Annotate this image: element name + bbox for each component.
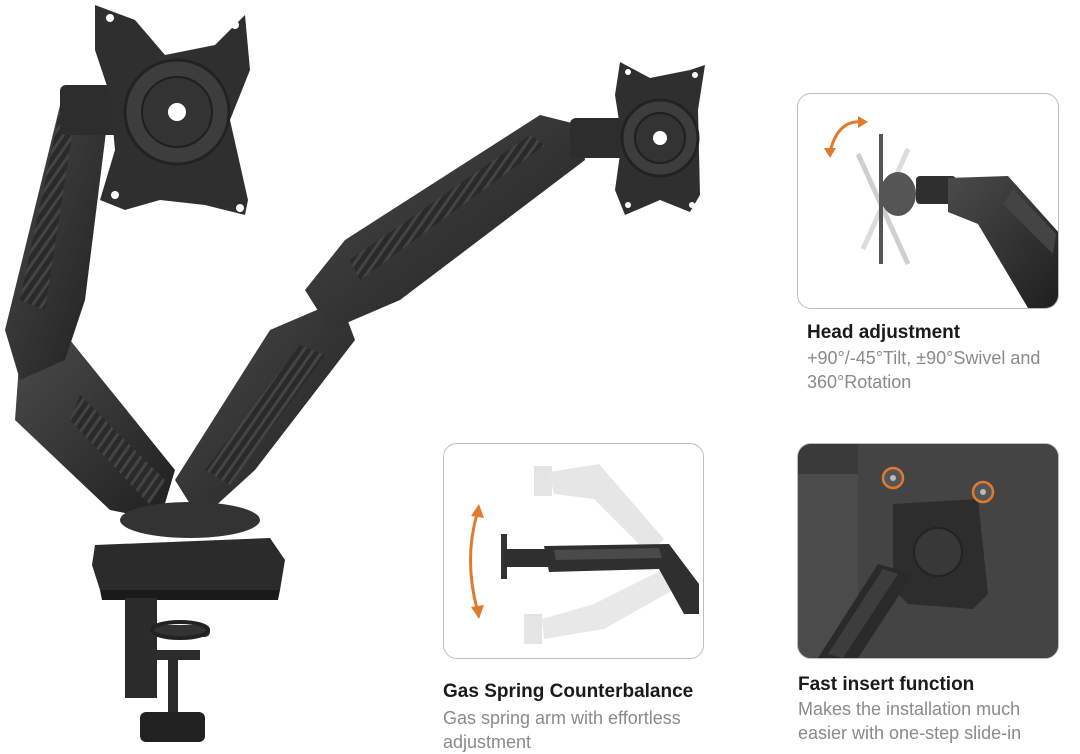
base-joint (92, 502, 285, 600)
head-adjustment-description: +90°/-45°Tilt, ±90°Swivel and 360°Rotati… (807, 348, 1041, 392)
gas-spring-description: Gas spring arm with effortless adjustmen… (443, 708, 681, 752)
right-upper-arm (305, 115, 625, 330)
left-lower-arm (15, 340, 175, 520)
head-adjustment-image (797, 93, 1059, 309)
dual-monitor-arm-image (5, 5, 705, 742)
head-adjustment-title: Head adjustment (807, 322, 961, 343)
left-vesa-plate (95, 5, 250, 215)
fast-insert-image (797, 443, 1059, 659)
fast-insert-description: Makes the installation much easier with … (798, 699, 1022, 743)
gas-spring-title: Gas Spring Counterbalance (443, 681, 694, 702)
gas-spring-image (443, 443, 704, 659)
right-lower-arm (175, 300, 355, 520)
right-vesa-plate (615, 62, 705, 215)
desk-clamp (125, 598, 210, 742)
left-upper-arm (5, 85, 120, 380)
fast-insert-title: Fast insert function (798, 674, 975, 695)
